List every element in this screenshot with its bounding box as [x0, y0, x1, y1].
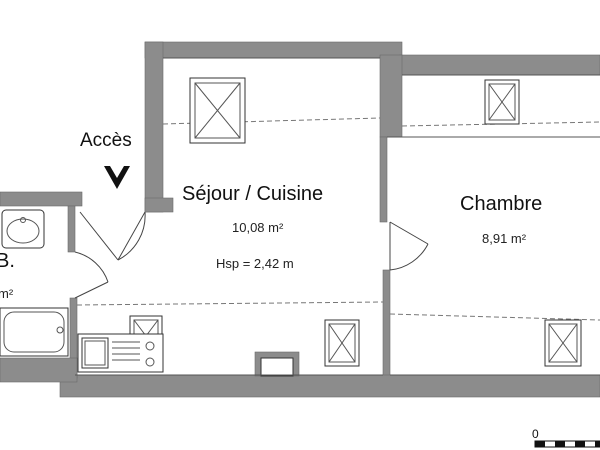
wall-partition-lower: [382, 269, 391, 379]
room-area-sejour: 10,08 m²: [232, 220, 284, 235]
wall-bath-top: [0, 191, 83, 207]
sink: [1, 209, 45, 249]
room-area-chambre: 8,91 m²: [482, 231, 527, 246]
skylight-4: [324, 319, 360, 367]
scale-bar: 0: [532, 427, 600, 448]
walls: [0, 41, 600, 398]
wall-left-sejour: [144, 41, 164, 213]
skylight-2: [484, 79, 520, 125]
wall-partition-mid: [379, 136, 388, 223]
inner-outlines: [75, 57, 600, 376]
room-area-bathroom-fragment: m²: [0, 286, 14, 301]
door-entry: [79, 211, 146, 261]
room-height-sejour: Hsp = 2,42 m: [216, 256, 294, 271]
wall-bottom: [59, 374, 600, 398]
skylight-1: [189, 77, 246, 144]
wall-bottom-stub-inner: [260, 357, 294, 377]
door-chambre: [389, 221, 429, 271]
kitchen-counter: [77, 333, 164, 373]
wall-partition-upper: [379, 54, 403, 138]
wall-entry-stub: [144, 197, 174, 213]
wall-top-chambre: [399, 54, 600, 76]
scale-zero-label: 0: [532, 427, 539, 441]
wall-top-sejour: [144, 41, 403, 59]
room-name-chambre: Chambre: [460, 193, 542, 215]
skylight-5: [544, 319, 582, 367]
room-name-sejour: Séjour / Cuisine: [182, 183, 323, 205]
bathtub: [0, 307, 69, 357]
access-label: Accès: [80, 130, 132, 151]
door-bathroom: [74, 251, 109, 299]
room-name-bathroom-fragment: B.: [0, 250, 15, 272]
wall-bath-bottom: [0, 357, 78, 383]
wall-bath-right: [67, 205, 76, 253]
